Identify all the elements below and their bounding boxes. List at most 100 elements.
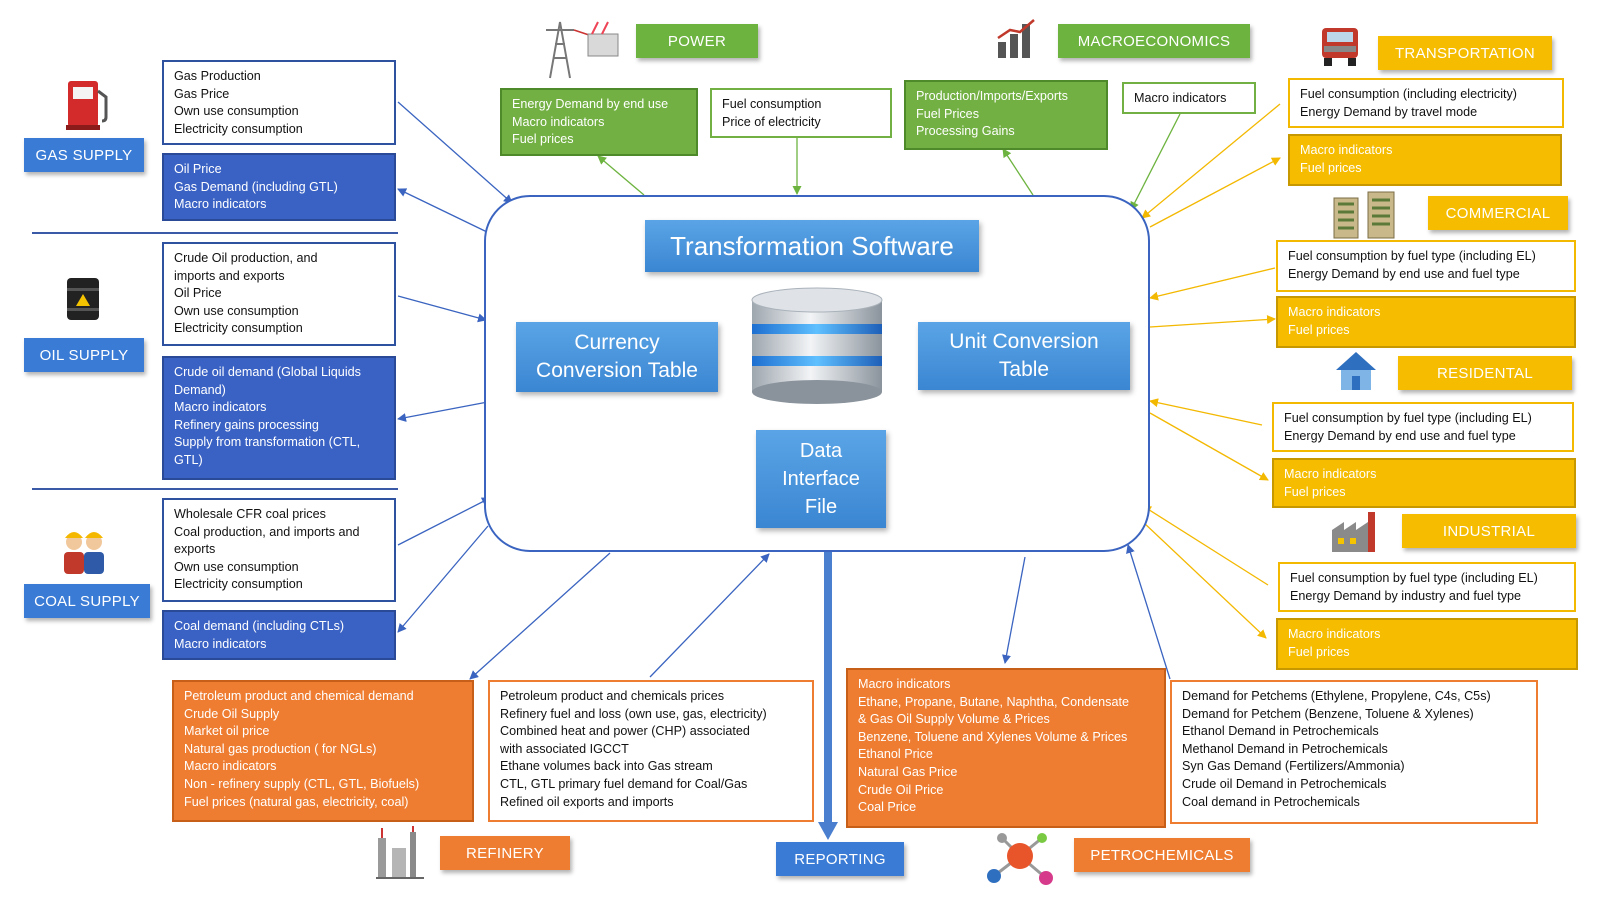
unit-conversion-table: Unit Conversion Table xyxy=(918,322,1130,390)
box-line: with associated IGCCT xyxy=(500,741,629,756)
box-line: Coal Price xyxy=(858,800,917,815)
box-line: Supply from transformation (CTL, GTL) xyxy=(174,435,361,467)
box-line: Macro indicators xyxy=(1284,467,1377,481)
reporting-label: REPORTING xyxy=(776,842,904,876)
box-line: Demand for Petchem (Benzene, Toluene & X… xyxy=(1182,706,1474,721)
box-line: Macro indicators xyxy=(174,400,267,415)
box-line: Energy Demand by end use xyxy=(512,97,669,111)
power-label: POWER xyxy=(636,24,758,58)
box-line: Refinery fuel and loss (own use, gas, el… xyxy=(500,706,767,721)
box-line: Electricity consumption xyxy=(174,121,303,136)
transportation-input-box: Fuel consumption (including electricity)… xyxy=(1288,78,1564,128)
coal-workers-icon xyxy=(64,532,104,574)
box-line: Macro indicators xyxy=(174,197,267,212)
molecule-icon xyxy=(987,833,1053,885)
box-line: Coal demand (including CTLs) xyxy=(174,619,345,633)
power-tower-icon xyxy=(546,21,619,79)
box-line: Oil Price xyxy=(174,286,222,301)
box-line: Natural Gas Price xyxy=(858,764,958,779)
box-line: Natural gas production ( for NGLs) xyxy=(184,741,377,756)
box-line: Syn Gas Demand (Fertilizers/Ammonia) xyxy=(1182,759,1405,774)
box-line: Non - refinery supply (CTL, GTL, Biofuel… xyxy=(184,776,420,791)
box-line: Coal demand in Petrochemicals xyxy=(1182,794,1360,809)
industrial-label: INDUSTRIAL xyxy=(1402,514,1576,548)
box-line: Gas Demand (including GTL) xyxy=(174,179,338,194)
box-line: Energy Demand by end use and fuel type xyxy=(1288,266,1520,281)
coal-input-box: Wholesale CFR coal prices Coal productio… xyxy=(162,498,396,602)
box-line: Macro indicators xyxy=(858,677,951,691)
petrochemicals-input-box: Demand for Petchems (Ethylene, Propylene… xyxy=(1170,680,1538,824)
box-line: & Gas Oil Supply Volume & Prices xyxy=(858,712,1050,727)
box-line: Wholesale CFR coal prices xyxy=(174,507,326,521)
commercial-label: COMMERCIAL xyxy=(1428,196,1568,230)
macroeconomics-label: MACROECONOMICS xyxy=(1058,24,1250,58)
box-line: Fuel Prices xyxy=(916,106,979,121)
box-line: Ethane, Propane, Butane, Naphtha, Conden… xyxy=(858,694,1129,709)
box-line: Fuel consumption by fuel type (including… xyxy=(1288,249,1536,263)
transportation-output-box: Macro indicators Fuel prices xyxy=(1288,134,1562,186)
bar-chart-icon xyxy=(997,19,1035,58)
fuel-pump-icon xyxy=(66,81,108,130)
residental-input-box: Fuel consumption by fuel type (including… xyxy=(1272,402,1574,452)
petrochemicals-output-box: Macro indicators Ethane, Propane, Butane… xyxy=(846,668,1166,828)
box-line: Price of electricity xyxy=(722,114,821,129)
oil-barrel-icon xyxy=(67,278,99,320)
refinery-input-box: Petroleum product and chemicals prices R… xyxy=(488,680,814,822)
box-line: Refined oil exports and imports xyxy=(500,794,674,809)
box-line: Coal production, and imports and exports xyxy=(174,524,360,557)
petrochemicals-label: PETROCHEMICALS xyxy=(1074,838,1250,872)
truck-icon xyxy=(1322,28,1358,66)
box-line: Own use consumption xyxy=(174,559,299,574)
box-line: Fuel prices (natural gas, electricity, c… xyxy=(184,794,409,809)
residental-output-box: Macro indicators Fuel prices xyxy=(1272,458,1576,508)
box-line: Macro indicators xyxy=(1288,305,1381,319)
box-line: Ethanol Demand in Petrochemicals xyxy=(1182,724,1379,739)
box-line: CTL, GTL primary fuel demand for Coal/Ga… xyxy=(500,776,748,791)
macro-output-box: Production/Imports/Exports Fuel Prices P… xyxy=(904,80,1108,150)
oil-output-box: Crude oil demand (Global Liquids Demand)… xyxy=(162,356,396,480)
box-line: Energy Demand by end use and fuel type xyxy=(1284,428,1516,443)
box-line: Benzene, Toluene and Xylenes Volume & Pr… xyxy=(858,729,1128,744)
database-icon xyxy=(751,287,883,404)
box-line: Fuel prices xyxy=(1300,160,1362,175)
box-line: Petroleum product and chemicals prices xyxy=(500,689,724,703)
industrial-input-box: Fuel consumption by fuel type (including… xyxy=(1278,562,1576,612)
box-line: Electricity consumption xyxy=(174,577,303,592)
box-line: Macro indicators xyxy=(184,759,277,774)
residental-label: RESIDENTAL xyxy=(1398,356,1572,390)
box-line: Crude Oil production, and xyxy=(174,251,318,265)
industrial-output-box: Macro indicators Fuel prices xyxy=(1276,618,1578,670)
currency-conversion-table: Currency Conversion Table xyxy=(516,322,718,392)
box-line: Fuel consumption by fuel type (including… xyxy=(1290,571,1538,585)
box-line: Macro indicators xyxy=(174,636,267,651)
box-line: Crude Oil Supply xyxy=(184,706,280,721)
box-line: Macro indicators xyxy=(1300,143,1393,157)
box-line: imports and exports xyxy=(174,268,285,283)
transportation-label: TRANSPORTATION xyxy=(1378,36,1552,70)
box-line: Energy Demand by industry and fuel type xyxy=(1290,588,1522,603)
unit-line-2: Table xyxy=(998,358,1050,381)
coal-output-box: Coal demand (including CTLs) Macro indic… xyxy=(162,610,396,660)
divider-gas-oil xyxy=(32,232,398,234)
box-line: Crude oil Demand in Petrochemicals xyxy=(1182,776,1387,791)
box-line: Macro indicators xyxy=(512,114,605,129)
box-line: Own use consumption xyxy=(174,104,299,119)
box-line: Electricity consumption xyxy=(174,321,303,336)
box-line: Crude oil demand (Global Liquids Demand) xyxy=(174,365,361,397)
box-line: Ethane volumes back into Gas stream xyxy=(500,759,713,774)
box-line: Own use consumption xyxy=(174,303,299,318)
box-line: Macro indicators xyxy=(1134,91,1227,105)
commercial-output-box: Macro indicators Fuel prices xyxy=(1276,296,1576,348)
box-line: Gas Price xyxy=(174,86,230,101)
refinery-icon xyxy=(376,826,424,879)
box-line: Crude Oil Price xyxy=(858,782,944,797)
divider-oil-coal xyxy=(32,488,398,490)
commercial-input-box: Fuel consumption by fuel type (including… xyxy=(1276,240,1576,292)
power-output-box: Energy Demand by end use Macro indicator… xyxy=(500,88,698,156)
data-file-line-1: Data xyxy=(799,440,843,462)
data-interface-file: Data Interface File xyxy=(756,430,886,528)
macro-input-box: Macro indicators xyxy=(1122,82,1256,114)
house-icon xyxy=(1336,352,1376,390)
buildings-icon xyxy=(1333,191,1395,239)
